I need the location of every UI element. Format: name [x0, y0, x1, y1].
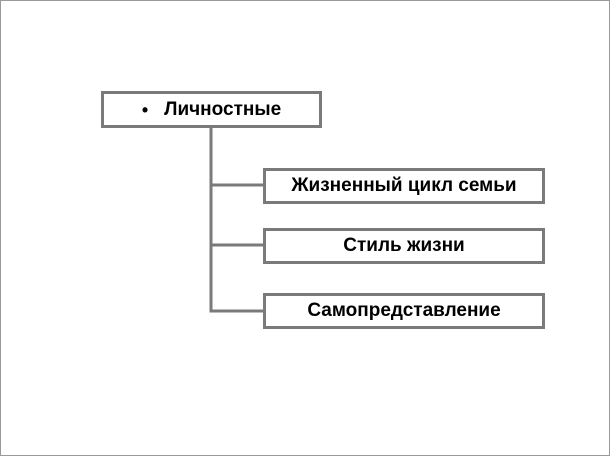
child-node-family-life-cycle: Жизненный цикл семьи [263, 168, 545, 204]
root-node: • Личностные [101, 91, 322, 128]
child-node-self-concept: Самопредставление [263, 293, 545, 329]
child-node-label: Стиль жизни [343, 235, 465, 256]
child-node-label: Самопредставление [307, 300, 501, 321]
child-node-label: Жизненный цикл семьи [291, 175, 517, 196]
bullet-icon: • [141, 99, 149, 120]
root-node-label: Личностные [164, 98, 282, 120]
child-node-lifestyle: Стиль жизни [263, 228, 545, 264]
